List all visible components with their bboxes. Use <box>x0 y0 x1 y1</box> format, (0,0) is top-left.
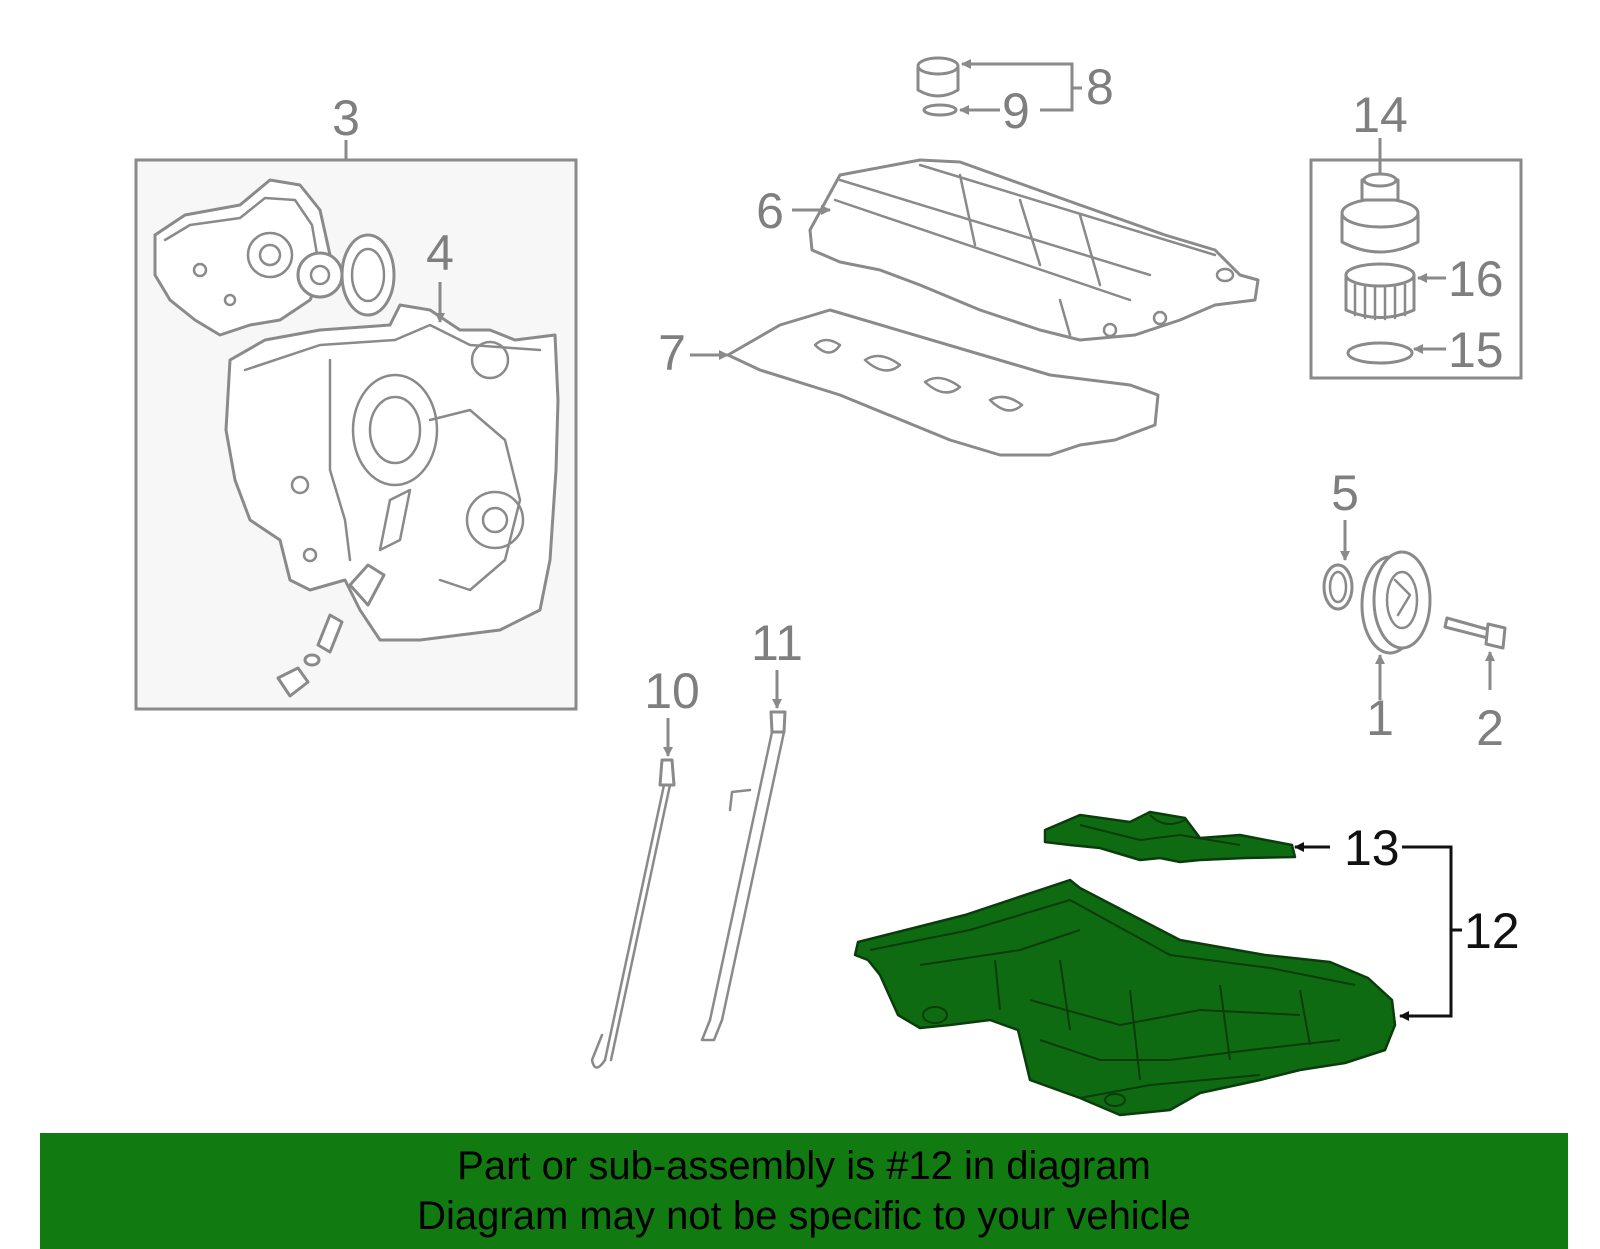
bracket-12 <box>1399 845 1462 1021</box>
valve-cover-illustration <box>808 158 1260 342</box>
callout-5: 5 <box>1331 465 1359 521</box>
callout-15: 15 <box>1448 322 1504 378</box>
timing-cover-illustration <box>153 178 560 698</box>
callout-6: 6 <box>756 183 784 239</box>
dipstick-illustration <box>590 758 676 1069</box>
callout-1: 1 <box>1366 690 1394 746</box>
callout-4: 4 <box>426 225 454 281</box>
part-14-box <box>1309 138 1523 380</box>
arrow-8 <box>961 59 1074 88</box>
valve-cover-gasket-illustration <box>726 308 1160 457</box>
oil-filter-illustration <box>1340 172 1420 365</box>
banner-line-1: Part or sub-assembly is #12 in diagram <box>457 1144 1151 1188</box>
banner-line-2: Diagram may not be specific to your vehi… <box>417 1194 1191 1238</box>
oil-pan-illustration <box>853 878 1397 1117</box>
oil-filler-cap-illustration <box>916 56 960 117</box>
dipstick-tube-illustration <box>700 710 787 1042</box>
callout-10: 10 <box>644 663 700 719</box>
callout-8: 8 <box>1086 59 1114 115</box>
oil-pan-baffle-illustration <box>1043 810 1297 864</box>
callout-9: 9 <box>1002 83 1030 139</box>
callout-12: 12 <box>1464 903 1520 959</box>
info-banner: Part or sub-assembly is #12 in diagram D… <box>40 1133 1568 1249</box>
callout-16: 16 <box>1448 251 1504 307</box>
crank-pulley-illustration <box>1322 550 1507 655</box>
callout-11: 11 <box>751 615 803 671</box>
callout-14: 14 <box>1352 87 1408 143</box>
callout-2: 2 <box>1476 700 1504 756</box>
callout-13: 13 <box>1344 820 1400 876</box>
callout-7: 7 <box>658 325 686 381</box>
callout-3: 3 <box>332 90 360 146</box>
